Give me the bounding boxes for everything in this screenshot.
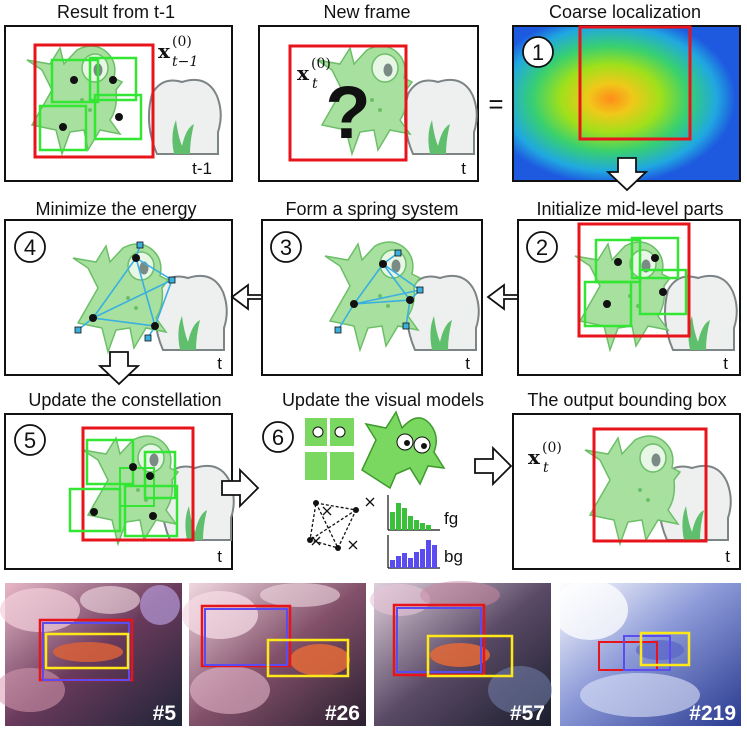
- time-label: t: [461, 159, 466, 178]
- time-label: t: [217, 354, 222, 373]
- fg-label: fg: [444, 509, 458, 528]
- frame-number: #5: [153, 702, 177, 725]
- video-frame: #5: [0, 583, 182, 726]
- step-number: 2: [536, 235, 548, 260]
- rock-icon: [153, 274, 228, 351]
- new-frame-title: New frame: [323, 2, 410, 22]
- panel-new-frame: x (0) t ? t: [258, 25, 479, 182]
- time-label: t: [723, 354, 728, 373]
- panel-coarse: 1: [512, 25, 741, 182]
- constellation-title: Update the constellation: [28, 390, 221, 410]
- x-symbol: x: [158, 39, 171, 63]
- arrow-right-icon: [474, 445, 513, 487]
- arrow-down-icon: [605, 157, 649, 192]
- step-number: 3: [280, 235, 292, 260]
- frame-strip: #5 #26 #57: [0, 580, 741, 726]
- bounding-box: [33, 43, 155, 159]
- panel-init-parts: 2 t: [517, 219, 741, 376]
- frame-number: #219: [689, 702, 736, 725]
- equals-sign: =: [488, 89, 503, 119]
- video-frame: #26: [182, 583, 366, 726]
- histogram-icon: fg: [387, 495, 458, 531]
- video-frame: #57: [370, 581, 552, 726]
- bounding-box: [288, 44, 408, 162]
- bounding-box: [578, 25, 692, 141]
- minimize-title: Minimize the energy: [35, 199, 196, 219]
- arrow-down-icon: [97, 351, 141, 386]
- panel-constellation: 5 t: [4, 413, 235, 570]
- coarse-title: Coarse localization: [549, 2, 701, 22]
- arrow-left-icon: [230, 283, 263, 311]
- time-label: t-1: [192, 159, 212, 178]
- visual-models-title: Update the visual models: [282, 390, 484, 410]
- histogram-icon: bg: [387, 535, 463, 569]
- x-superscript: (0): [172, 34, 192, 50]
- x-symbol: x: [528, 445, 541, 469]
- time-label: t: [465, 354, 470, 373]
- x-subscript: t: [543, 460, 549, 476]
- bounding-box: [577, 222, 691, 338]
- video-frame: #219: [552, 580, 741, 726]
- time-label: t: [217, 547, 222, 566]
- step-number: 6: [272, 425, 284, 450]
- bounding-box: [592, 427, 708, 543]
- constellation-graph: [309, 497, 375, 550]
- bounding-box: [81, 426, 195, 542]
- frame-number: #26: [325, 702, 360, 725]
- output-title: The output bounding box: [527, 390, 726, 410]
- x-superscript: (0): [542, 440, 562, 456]
- step-number: 1: [532, 40, 544, 65]
- panel-result-prev: x (0) t−1 t-1: [4, 25, 233, 182]
- question-mark: ?: [325, 71, 370, 154]
- fish-icon: [361, 410, 446, 490]
- arrow-right-icon: [221, 467, 260, 509]
- arrow-left-icon: [486, 283, 519, 311]
- frame-number: #57: [510, 702, 545, 725]
- part-patches: [305, 418, 354, 480]
- spring-title: Form a spring system: [285, 199, 458, 219]
- panel-visual-models: 6: [262, 410, 463, 569]
- rock-icon: [403, 78, 478, 155]
- x-subscript: t: [312, 76, 318, 92]
- bg-label: bg: [444, 547, 463, 566]
- result-prev-title: Result from t-1: [57, 2, 175, 22]
- x-symbol: x: [297, 61, 310, 85]
- panel-output: x (0) t t: [512, 413, 741, 570]
- step-number: 4: [24, 235, 36, 260]
- time-label: t: [725, 547, 730, 566]
- init-parts-title: Initialize mid-level parts: [536, 199, 723, 219]
- x-subscript: t−1: [172, 54, 198, 70]
- rock-icon: [147, 78, 222, 155]
- panel-spring: 3 t: [261, 219, 483, 376]
- step-number: 5: [24, 428, 36, 453]
- panel-minimize: 4 t: [4, 219, 233, 376]
- x-superscript: (0): [311, 56, 331, 72]
